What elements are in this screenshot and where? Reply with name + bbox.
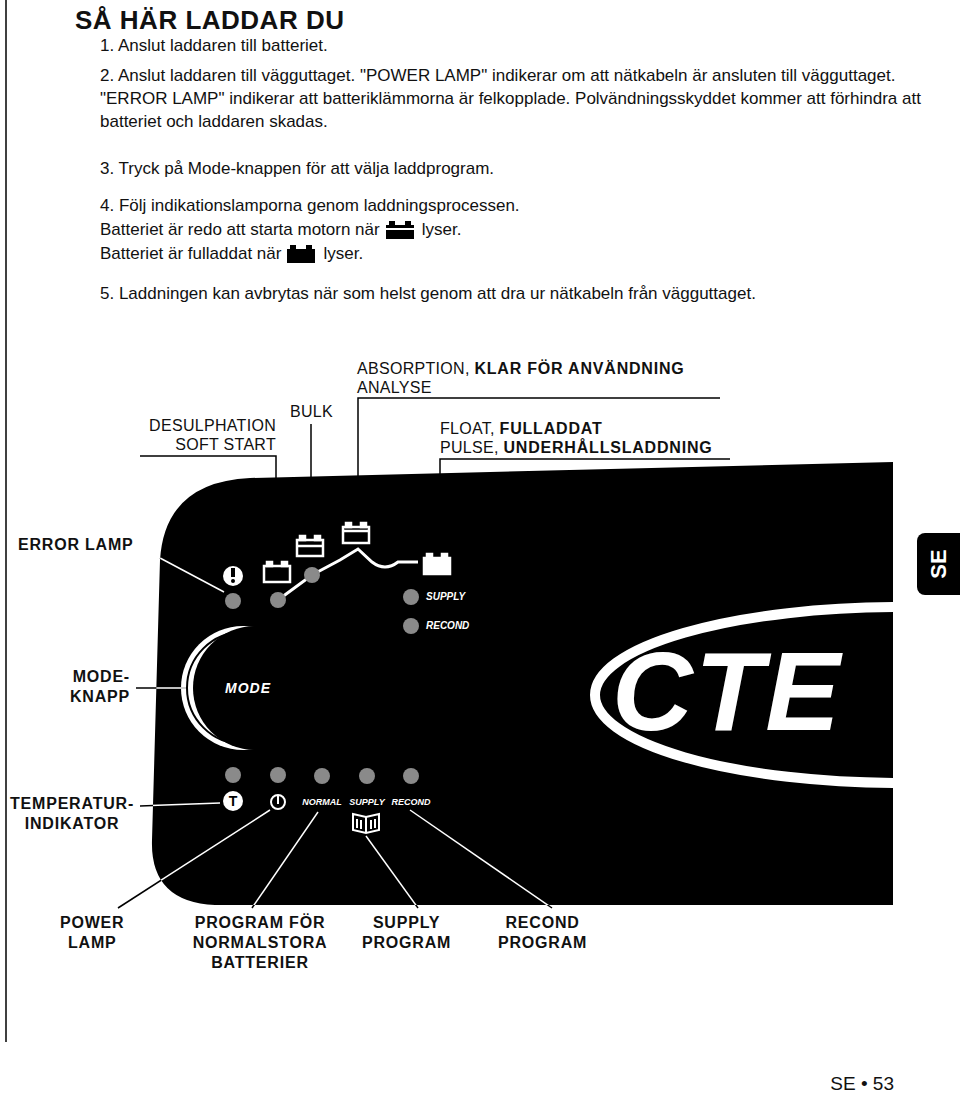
step-text: lyser. (323, 242, 363, 266)
panel-label: RECOND (426, 620, 469, 632)
power-symbol (271, 795, 285, 809)
step-text: 4. Följ indikationslamporna genom laddni… (100, 194, 520, 218)
callout-text: KLAR FÖR ANVÄNDNING (474, 360, 684, 377)
node-text: MODE (225, 680, 271, 696)
node-text: CTE (612, 632, 842, 752)
page-number: SE • 53 (830, 1072, 894, 1096)
callout-text: PULSE, (440, 439, 499, 456)
error-symbol (223, 566, 243, 586)
temp-symbol (223, 791, 243, 811)
part-label: MODE- KNAPP (70, 667, 130, 707)
panel-label: SUPPLY (342, 796, 392, 808)
step-text: lyser. (422, 218, 462, 242)
mode-button: MODE (200, 640, 296, 736)
leader-lines (118, 558, 552, 908)
step-text: Batteriet är fulladdat när (100, 242, 281, 266)
step-text: 5. Laddningen kan avbrytas när som helst… (100, 282, 756, 306)
callout-text: BULK (290, 402, 333, 421)
step-text: 2. Anslut laddaren till vägguttaget. "PO… (100, 64, 930, 133)
page-title: SÅ HÄR LADDAR DU (75, 4, 344, 36)
callout-text: FLOAT, (440, 420, 495, 437)
charger-panel (152, 462, 893, 905)
step-text: 3. Tryck på Mode-knappen för att välja l… (100, 157, 494, 181)
step-text: 1. Anslut laddaren till batteriet. (100, 34, 328, 58)
callout-text: DESULPHATION (100, 416, 276, 435)
panel-label: T (223, 793, 243, 809)
step-line: Batteriet är fulladdat när lyser. (100, 242, 363, 266)
callout-text: UNDERHÅLLSLADDNING (503, 439, 712, 456)
callout-text: FULLADDAT (500, 420, 603, 437)
leader-lines-on-panel (118, 558, 552, 908)
battery-icon (285, 244, 319, 264)
battery-icon (384, 220, 418, 240)
panel-label: RECOND (386, 796, 436, 808)
manual-icon (353, 814, 379, 833)
callout-text: SOFT START (100, 435, 276, 454)
step-text: Batteriet är redo att starta motorn när (100, 218, 380, 242)
part-label: TEMPERATUR- INDIKATOR (10, 794, 134, 834)
step-line: Batteriet är redo att starta motorn när … (100, 218, 461, 242)
margin-rule (5, 0, 7, 1042)
callout-text: ANALYSE (357, 378, 432, 397)
part-label: PROGRAM FÖR NORMALSTORA BATTERIER (170, 913, 350, 973)
node-text: SE (925, 549, 951, 578)
panel-label: NORMAL (297, 796, 347, 808)
language-tab: SE (917, 533, 960, 595)
part-label: RECOND PROGRAM (498, 913, 587, 953)
part-label: ERROR LAMP (18, 535, 134, 555)
callout-text: ABSORPTION, (357, 360, 470, 377)
part-label: POWER LAMP (60, 913, 124, 953)
battery-icons (264, 523, 450, 582)
part-label: SUPPLY PROGRAM (362, 913, 451, 953)
charger-panel: CTE MODE (150, 460, 893, 906)
logo-swoosh (595, 607, 960, 783)
panel-label: SUPPLY (426, 591, 465, 603)
